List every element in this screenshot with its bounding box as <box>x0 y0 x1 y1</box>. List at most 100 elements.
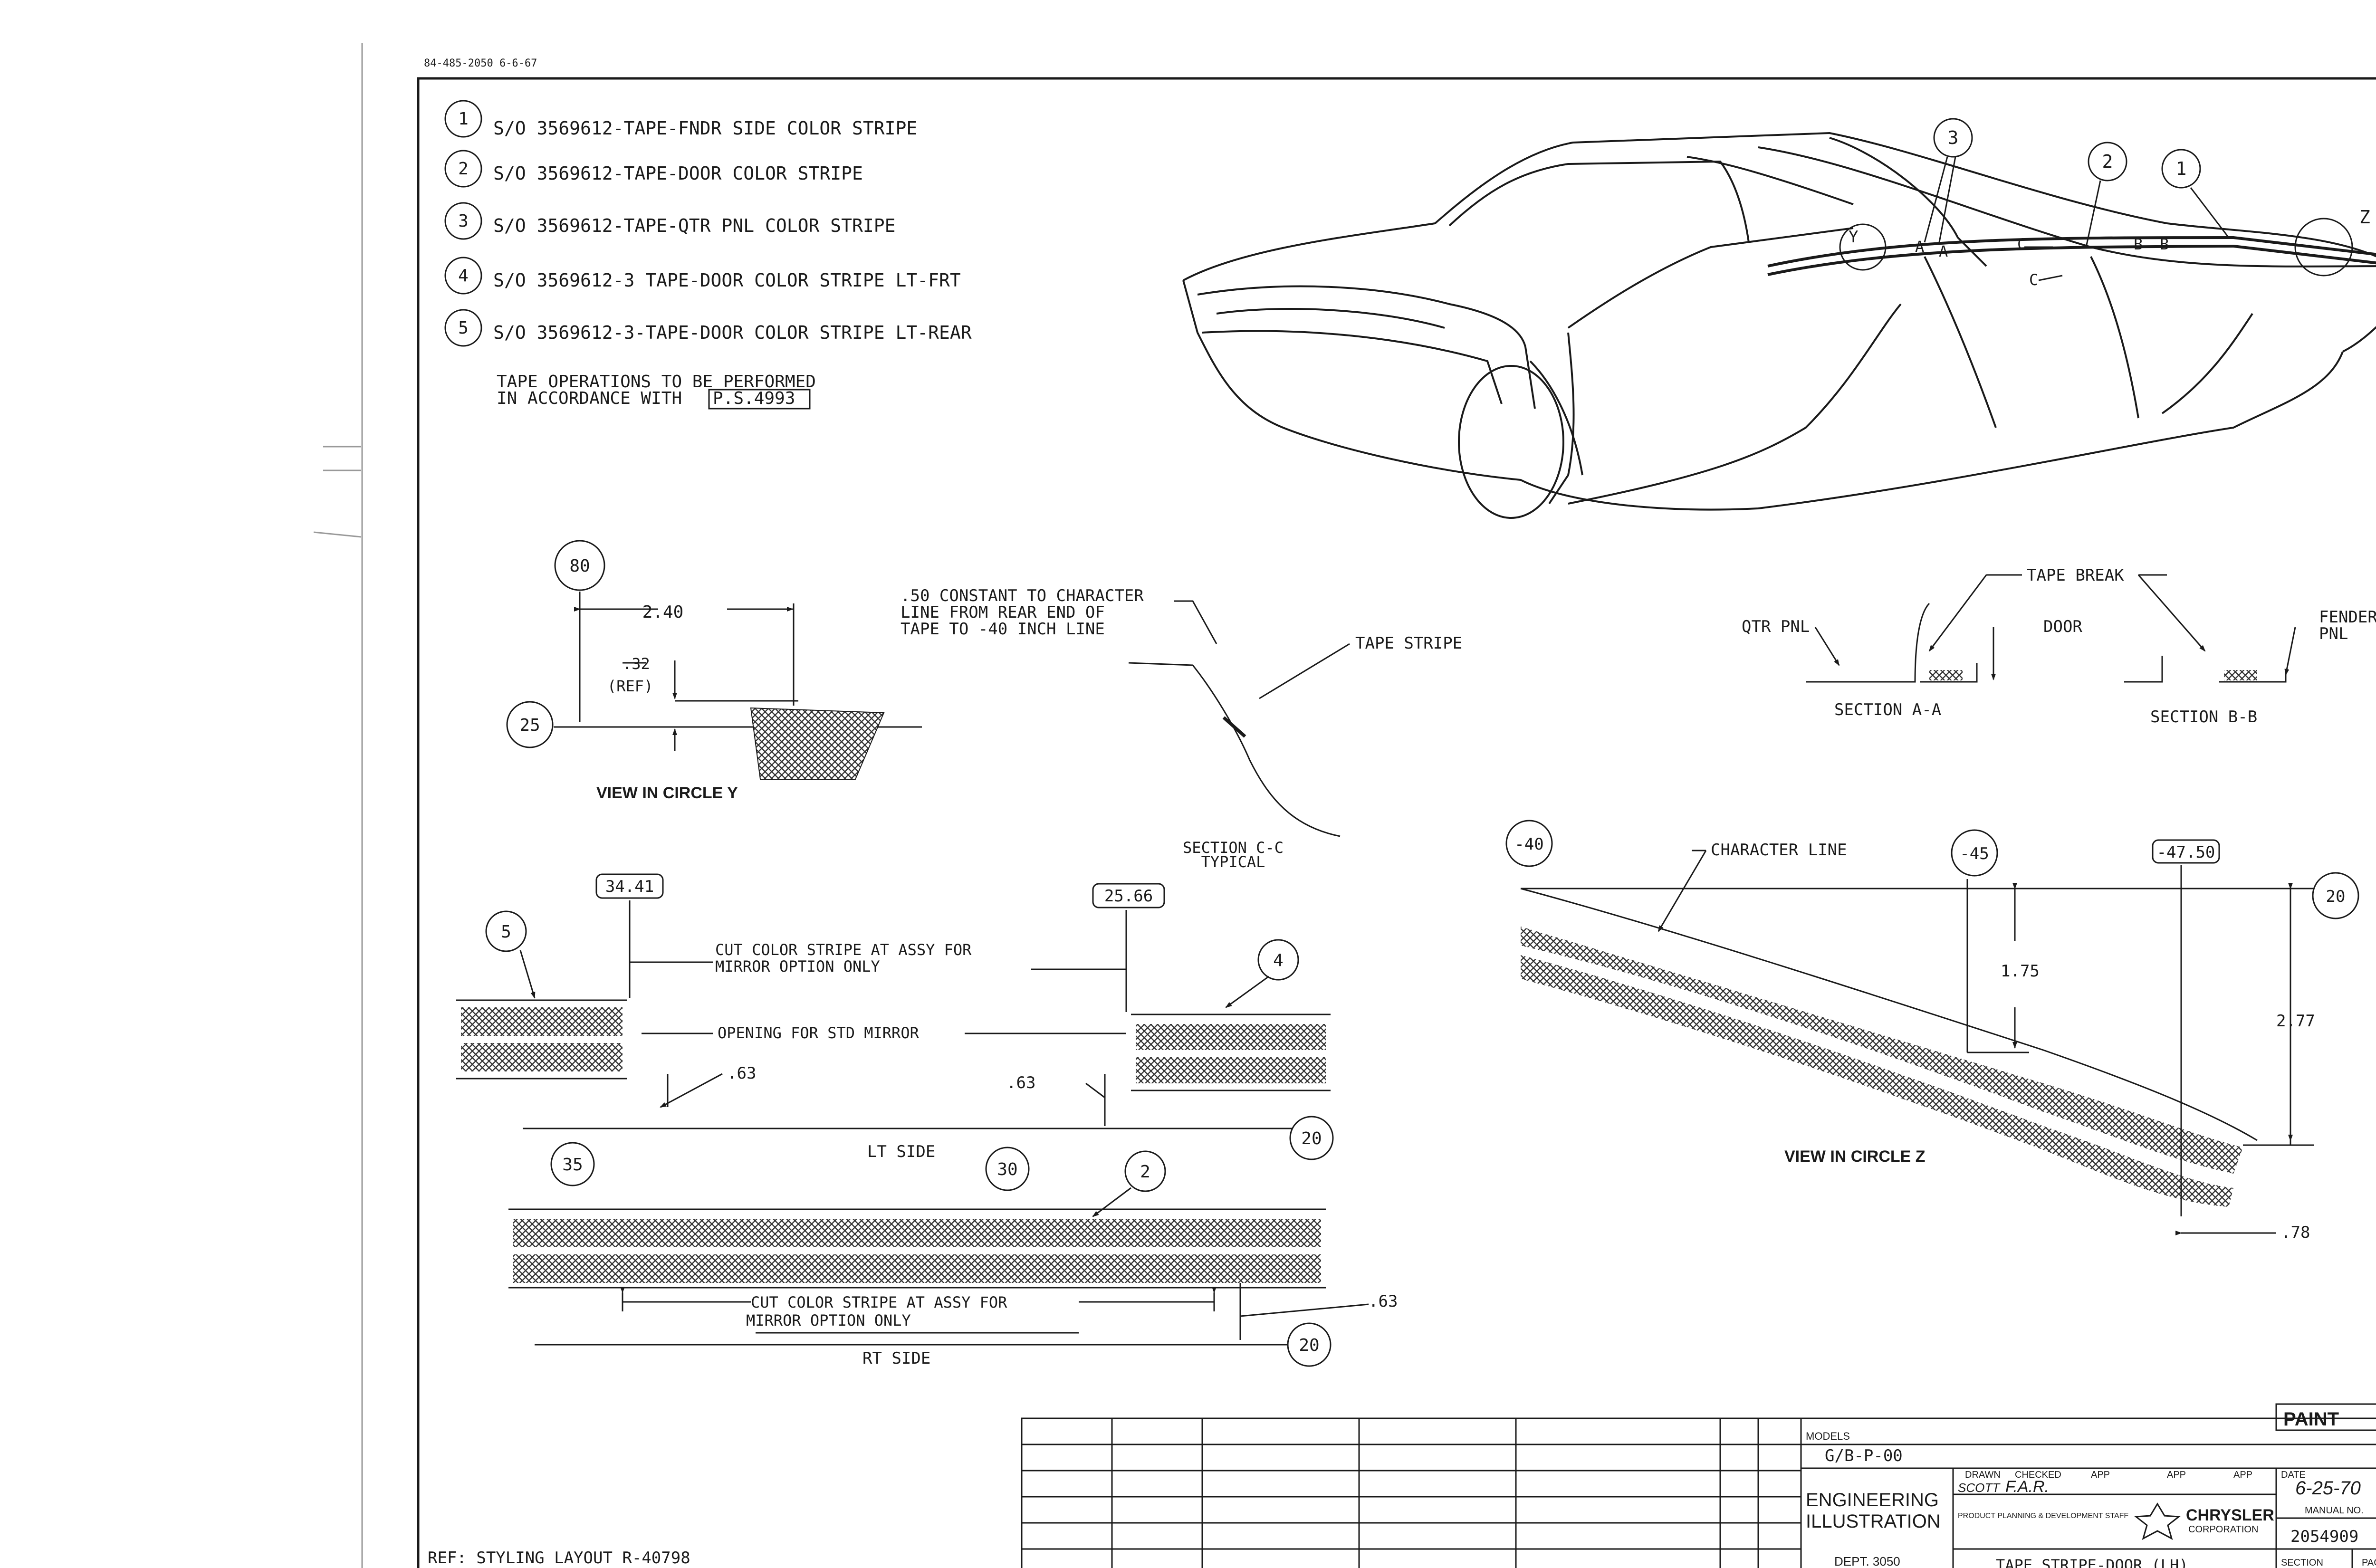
sheet-border <box>417 77 2376 1568</box>
svg-text:6-25-70: 6-25-70 <box>2295 1478 2361 1499</box>
binding-edge-marks <box>313 43 363 1568</box>
ref-note: REF: STYLING LAYOUT R-40798 <box>428 1549 690 1568</box>
svg-text:30: 30 <box>997 1160 1017 1179</box>
car-callouts: 3 2 1 Y Z A A C C B B <box>1839 118 2370 289</box>
parts-list: 1 S/O 3569612-TAPE-FNDR SIDE COLOR STRIP… <box>444 100 972 347</box>
svg-text:CHARACTER LINE: CHARACTER LINE <box>1711 841 1847 860</box>
svg-text:B: B <box>2160 235 2169 253</box>
svg-text:RT SIDE: RT SIDE <box>862 1349 930 1368</box>
svg-text:.63: .63 <box>1369 1292 1398 1311</box>
svg-text:DEPT. 3050: DEPT. 3050 <box>1834 1554 1900 1568</box>
view-circle-z: -40 -45 -47.50 20 CHARACTER LINE 1.75 <box>1505 820 2359 1242</box>
svg-text:Z: Z <box>2359 207 2370 228</box>
list-item: 4 S/O 3569612-3 TAPE-DOOR COLOR STRIPE L… <box>444 257 961 295</box>
svg-text:2.77: 2.77 <box>2276 1012 2315 1031</box>
svg-text:.32: .32 <box>623 655 650 673</box>
svg-text:1.75: 1.75 <box>2001 962 2040 981</box>
svg-text:S/O 3569612-TAPE-FNDR SIDE COL: S/O 3569612-TAPE-FNDR SIDE COLOR STRIPE <box>493 118 917 139</box>
svg-text:PNL: PNL <box>2319 624 2348 643</box>
svg-text:80: 80 <box>569 556 590 576</box>
svg-text:S/O 3569612-3-TAPE-DOOR COLOR: S/O 3569612-3-TAPE-DOOR COLOR STRIPE LT-… <box>493 322 972 343</box>
svg-text:TYPICAL: TYPICAL <box>1201 853 1265 871</box>
svg-text:2.40: 2.40 <box>642 602 684 622</box>
svg-text:34.41: 34.41 <box>605 877 654 896</box>
svg-text:25.66: 25.66 <box>1104 887 1153 906</box>
svg-text:A: A <box>1939 242 1948 260</box>
svg-text:-45: -45 <box>1960 844 1989 863</box>
svg-text:SECTION B-B: SECTION B-B <box>2150 708 2257 727</box>
svg-text:4: 4 <box>1273 951 1284 970</box>
svg-text:P.S.4993: P.S.4993 <box>713 389 795 408</box>
svg-text:-47.50: -47.50 <box>2157 843 2215 862</box>
svg-text:F.A.R.: F.A.R. <box>2005 1478 2049 1496</box>
svg-text:CORPORATION: CORPORATION <box>2188 1524 2258 1535</box>
svg-text:3: 3 <box>458 211 469 231</box>
svg-text:S/O 3569612-TAPE-DOOR COLOR ST: S/O 3569612-TAPE-DOOR COLOR STRIPE <box>493 163 863 184</box>
list-item: 3 S/O 3569612-TAPE-QTR PNL COLOR STRIPE <box>444 202 895 240</box>
svg-text:APP: APP <box>2091 1470 2110 1480</box>
svg-text:-40: -40 <box>1514 835 1543 854</box>
svg-text:ILLUSTRATION: ILLUSTRATION <box>1806 1511 1941 1532</box>
rt-side-view: 35 30 2 CUT COLOR STRIPE AT ASSY FOR MIR… <box>508 1142 1398 1368</box>
svg-text:A: A <box>1915 238 1924 256</box>
svg-text:SECTION A-A: SECTION A-A <box>1834 700 1941 719</box>
svg-text:TAPE BREAK: TAPE BREAK <box>2027 566 2124 585</box>
list-item: 1 S/O 3569612-TAPE-FNDR SIDE COLOR STRIP… <box>444 100 917 139</box>
svg-text:CUT COLOR STRIPE AT ASSY FOR: CUT COLOR STRIPE AT ASSY FOR <box>751 1293 1007 1311</box>
svg-text:ENGINEERING: ENGINEERING <box>1806 1490 1939 1511</box>
svg-text:5: 5 <box>458 318 469 338</box>
svg-text:.63: .63 <box>1006 1073 1035 1092</box>
car-illustration <box>1182 132 2376 519</box>
svg-text:APP: APP <box>2167 1470 2186 1480</box>
svg-text:35: 35 <box>562 1155 583 1175</box>
svg-text:B: B <box>2134 235 2143 253</box>
svg-text:.50 CONSTANT TO CHARACTER: .50 CONSTANT TO CHARACTER <box>901 586 1144 605</box>
svg-text:20: 20 <box>2326 887 2346 906</box>
svg-text:.63: .63 <box>727 1064 756 1083</box>
svg-text:SCOTT: SCOTT <box>1958 1481 2001 1495</box>
svg-text:.78: .78 <box>2281 1223 2310 1242</box>
svg-text:MODELS: MODELS <box>1806 1430 1850 1442</box>
svg-text:VIEW IN CIRCLE Y: VIEW IN CIRCLE Y <box>596 784 738 802</box>
svg-text:5: 5 <box>501 922 511 942</box>
doc-code: 84-485-2050 6-6-67 <box>424 57 537 69</box>
svg-text:PAGE: PAGE <box>2362 1558 2376 1568</box>
svg-text:MIRROR OPTION ONLY: MIRROR OPTION ONLY <box>715 957 880 975</box>
sections-a-b: TAPE BREAK QTR PNL DOOR FENDER PNL SECTI… <box>1742 566 2376 727</box>
svg-text:DOOR: DOOR <box>2043 617 2082 636</box>
svg-text:1: 1 <box>2176 158 2187 179</box>
svg-text:TAPE TO -40 INCH LINE: TAPE TO -40 INCH LINE <box>901 620 1105 639</box>
svg-text:CUT COLOR STRIPE AT ASSY FOR: CUT COLOR STRIPE AT ASSY FOR <box>715 941 972 959</box>
svg-text:2: 2 <box>458 159 469 179</box>
svg-text:MANUAL NO.: MANUAL NO. <box>2305 1505 2364 1516</box>
svg-text:20: 20 <box>1299 1336 1319 1355</box>
svg-text:C: C <box>2017 235 2026 253</box>
svg-text:LT SIDE: LT SIDE <box>867 1142 935 1161</box>
svg-text:TAPE STRIPE-DOOR (LH): TAPE STRIPE-DOOR (LH) <box>1996 1556 2188 1568</box>
svg-text:2054909: 2054909 <box>2290 1527 2358 1546</box>
svg-text:CHECKED: CHECKED <box>2015 1470 2061 1480</box>
svg-text:QTR PNL: QTR PNL <box>1742 617 1810 636</box>
chrysler-star-logo <box>2134 1502 2181 1540</box>
svg-text:25: 25 <box>519 716 540 735</box>
list-item: 2 S/O 3569612-TAPE-DOOR COLOR STRIPE <box>444 150 863 188</box>
svg-text:SECTION: SECTION <box>2281 1558 2323 1568</box>
svg-text:APP: APP <box>2233 1470 2252 1480</box>
svg-text:2: 2 <box>1140 1162 1150 1182</box>
svg-text:OPENING FOR STD MIRROR: OPENING FOR STD MIRROR <box>718 1024 920 1042</box>
svg-text:DRAWN: DRAWN <box>1965 1470 2001 1480</box>
svg-text:4: 4 <box>458 266 469 286</box>
title-block: PAINT MODELS G/B-P-00 ENGINEERING ILLUST… <box>1021 1403 2376 1568</box>
section-c-c: .50 CONSTANT TO CHARACTER LINE FROM REAR… <box>901 586 1462 871</box>
svg-text:C: C <box>2029 271 2038 289</box>
svg-text:CHRYSLER: CHRYSLER <box>2186 1506 2274 1524</box>
lt-side-view: 5 4 34.41 25.66 CUT <box>456 873 1334 1161</box>
svg-text:SECTION C-C: SECTION C-C <box>1183 839 1284 857</box>
svg-text:(REF): (REF) <box>607 677 653 695</box>
svg-text:TAPE STRIPE: TAPE STRIPE <box>1355 634 1462 653</box>
svg-text:G/B-P-00: G/B-P-00 <box>1825 1446 1903 1465</box>
svg-text:PAINT: PAINT <box>2283 1409 2339 1430</box>
svg-text:Y: Y <box>1849 228 1858 247</box>
view-circle-y: 80 25 2.40 .32 (REF) VIEW IN CIRCLE Y <box>506 540 922 802</box>
svg-text:MIRROR OPTION ONLY: MIRROR OPTION ONLY <box>746 1311 911 1329</box>
